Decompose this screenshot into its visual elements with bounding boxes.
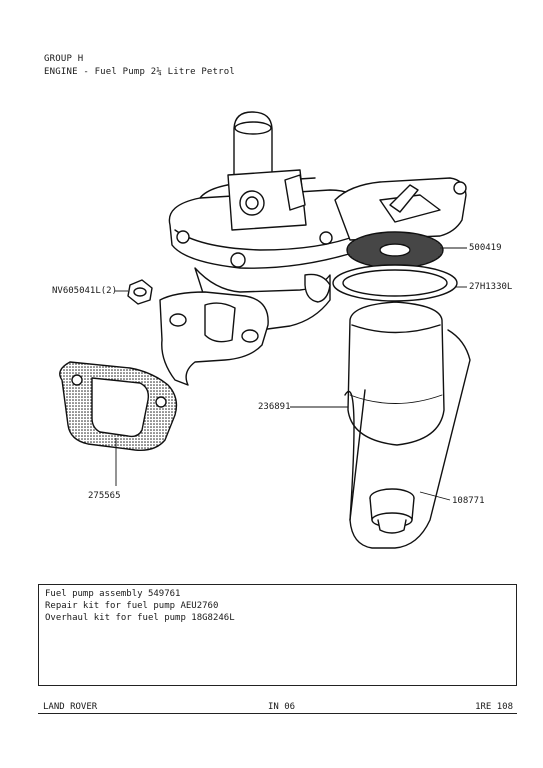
info-line-overhaul-kit: Overhaul kit for fuel pump 18G8246L <box>45 613 235 623</box>
callout-27h1330l: 27H1330L <box>469 282 513 292</box>
callout-275565: 275565 <box>88 491 121 501</box>
info-line-repair-kit: Repair kit for fuel pump AEU2760 <box>45 601 219 611</box>
footer-brand: LAND ROVER <box>43 702 98 712</box>
footer-section: IN 06 <box>268 702 296 712</box>
info-line-assembly: Fuel pump assembly 549761 <box>45 589 181 599</box>
fuel-pump-exploded-diagram <box>59 111 471 549</box>
callout-236891: 236891 <box>258 402 291 412</box>
footer-page-ref: 1RE 108 <box>475 702 513 712</box>
callout-500419: 500419 <box>469 243 502 253</box>
callout-108771: 108771 <box>452 496 485 506</box>
page-title: ENGINE - Fuel Pump 2¼ Litre Petrol <box>44 67 236 77</box>
footer-rule <box>38 713 517 714</box>
callout-nv605041l: NV605041L(2) <box>52 286 118 296</box>
parts-info-box: Fuel pump assembly 549761 Repair kit for… <box>38 584 517 686</box>
group-label: GROUP H <box>44 54 84 64</box>
